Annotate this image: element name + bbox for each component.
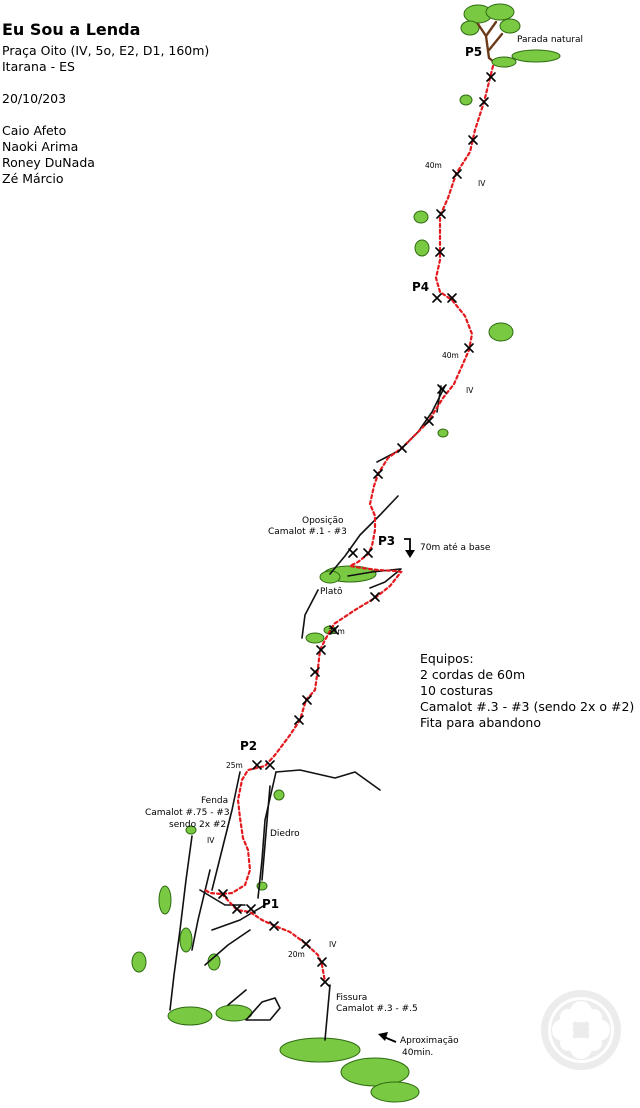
arrow-left-icon: [378, 1032, 397, 1043]
diedro-label: Diedro: [270, 829, 300, 839]
bolt-mark: [269, 921, 279, 931]
plato-label: Platô: [320, 586, 343, 597]
pitch4-length: 40m: [442, 351, 459, 360]
bolt-mark: [436, 209, 446, 219]
belay-p5-label: P5: [465, 45, 482, 59]
tree-icon: [460, 3, 561, 68]
equipment-item: 2 cordas de 60m: [420, 667, 526, 682]
route-location: Itarana - ES: [2, 59, 75, 74]
parada-natural-label: Parada natural: [517, 35, 583, 45]
bolt-mark: [373, 469, 383, 479]
bolt-mark: [265, 760, 275, 770]
fenda-label: Fenda: [201, 796, 228, 806]
bolt-mark: [432, 293, 442, 303]
belay-p1-label: P1: [262, 897, 279, 911]
bolt-mark: [246, 904, 256, 914]
climber-2: Naoki Arima: [2, 139, 79, 154]
belay-p2-label: P2: [240, 739, 257, 753]
route-date: 20/10/203: [2, 91, 67, 106]
bolt-mark: [424, 416, 434, 426]
fenda-grade: IV: [207, 836, 215, 845]
rock-features: [169, 385, 446, 1041]
bolt-mark: [310, 667, 320, 677]
pitch1-grade: IV: [329, 940, 337, 949]
fissura-gear-label: Camalot #.3 - #.5: [336, 1004, 418, 1014]
bolt-mark: [464, 343, 474, 353]
fenda-gear-label: Camalot #.75 - #3: [145, 808, 230, 818]
bolt-mark: [316, 645, 326, 655]
climber-1: Caio Afeto: [2, 123, 67, 138]
bolt-mark: [329, 625, 339, 635]
bolt-mark: [479, 97, 489, 107]
climber-4: Zé Márcio: [2, 171, 64, 186]
bolt-mark: [435, 247, 445, 257]
oposicao-gear-label: Camalot #.1 - #3: [268, 527, 347, 537]
oposicao-label: Oposição: [302, 516, 344, 526]
aproximacao-label: Aproximação: [400, 1036, 459, 1046]
bolt-mark: [302, 695, 312, 705]
bolt-mark: [437, 384, 447, 394]
bolts: [218, 72, 496, 987]
equipment-list: Equipos: 2 cordas de 60m 10 costuras Cam…: [420, 651, 634, 731]
bolt-mark: [468, 135, 478, 145]
pitch1-length: 20m: [288, 950, 305, 959]
belay-p4-label: P4: [412, 280, 429, 294]
fissura-label: Fissura: [336, 993, 367, 1003]
fenda-note-label: sendo 2x #2.: [169, 820, 229, 830]
bolt-mark: [294, 715, 304, 725]
route-title: Eu Sou a Lenda: [2, 20, 141, 39]
equipment-heading: Equipos:: [420, 651, 474, 666]
bolt-mark: [348, 548, 358, 558]
bolt-mark: [486, 72, 496, 82]
bolt-mark: [320, 977, 330, 987]
belay-p3-label: P3: [378, 534, 395, 548]
bolt-mark: [218, 889, 228, 899]
climber-3: Roney DuNada: [2, 155, 95, 170]
bolt-mark: [397, 443, 407, 453]
equipment-item: Camalot #.3 - #3 (sendo 2x o #2): [420, 699, 635, 714]
pitch5-grade: IV: [478, 179, 486, 188]
bolt-mark: [232, 904, 242, 914]
bolt-mark: [363, 548, 373, 558]
bolt-mark: [447, 293, 457, 303]
aproximacao-time-label: 40min.: [402, 1048, 433, 1058]
bolt-mark: [301, 939, 311, 949]
bolt-mark: [252, 760, 262, 770]
equipment-item: 10 costuras: [420, 683, 494, 698]
logo-icon: [541, 990, 621, 1070]
bolt-mark: [317, 957, 327, 967]
pitch3-length: 35m: [328, 627, 345, 636]
bolt-mark: [452, 169, 462, 179]
arrow-down-icon: [404, 538, 415, 558]
pitch5-length: 40m: [425, 161, 442, 170]
route-grade-info: Praça Oito (IV, 5o, E2, D1, 160m): [2, 43, 210, 58]
bolt-mark: [370, 592, 380, 602]
pitch2-length: 25m: [226, 761, 243, 770]
equipment-item: Fita para abandono: [420, 715, 541, 730]
rappel-label: 70m até a base: [420, 542, 491, 553]
pitch4-grade: IV: [466, 386, 474, 395]
vegetation: [131, 3, 561, 1103]
route-line: [203, 64, 495, 984]
